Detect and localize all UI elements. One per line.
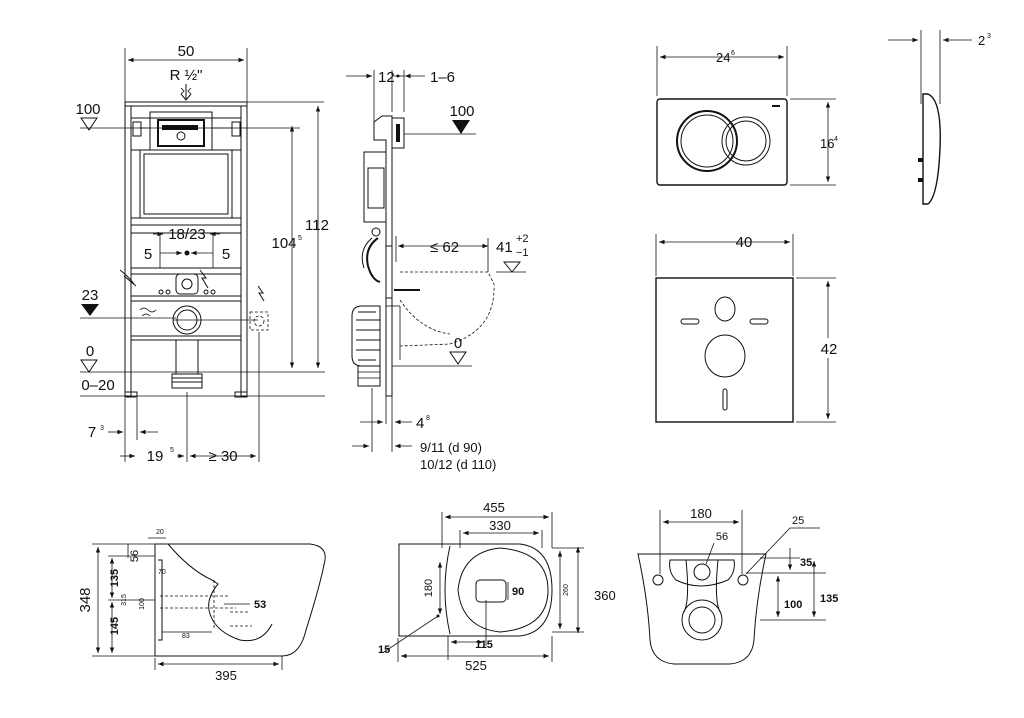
plate-height-sup: 4 — [834, 136, 838, 143]
plate-thickness-sup: 3 — [987, 33, 991, 40]
half-flush-button — [721, 116, 771, 166]
bowl-back-view: 180 56 25 35 100 135 — [637, 506, 838, 665]
frame-side-view: 12 1–6 100 ≤ 62 — [346, 69, 529, 472]
bowl-top-view: 455 330 180 90 260 360 115 525 15 — [378, 500, 616, 673]
top-455-label: 455 — [483, 500, 505, 515]
back-180-label: 180 — [690, 506, 712, 521]
frame-front-view: 50 R ½" 18/23 5 5 — [75, 43, 328, 465]
bowl-145-label: 145 — [109, 617, 121, 635]
water-symbol-icon — [119, 269, 137, 287]
top-15-label: 15 — [378, 644, 390, 656]
dim-19-sup: 5 — [170, 447, 174, 454]
back-35-label: 35 — [800, 557, 812, 569]
dim-min30-label: ≥ 30 — [208, 448, 237, 465]
dim-7-label: 7 — [88, 424, 96, 441]
dim-12-label: 12 — [378, 69, 395, 86]
pad-face — [655, 277, 794, 423]
back-135-label: 135 — [820, 593, 838, 605]
dim-4-label: 4 — [416, 415, 424, 432]
electric-outlet-icon — [257, 285, 265, 302]
bowl-53-label: 53 — [254, 599, 266, 611]
top-115-label: 115 — [475, 639, 493, 651]
pipe-label: R ½" — [170, 67, 203, 84]
tol-minus-label: −1 — [516, 247, 529, 259]
dim-1-6-label: 1–6 — [430, 69, 455, 86]
flush-plate: 24 6 16 4 2 3 — [656, 30, 991, 205]
bowl-83-label: 83 — [182, 633, 190, 640]
bowl-side-view: 348 135 145 56 315 100 20 70 83 53 395 — [77, 529, 326, 683]
height-104-sup: 5 — [298, 235, 302, 242]
electric-symbol-icon — [199, 269, 209, 289]
dim-4-sup: 8 — [426, 415, 430, 422]
side-level-0-label: 0 — [454, 335, 462, 352]
plate-profile — [922, 93, 941, 205]
bowl-side-outline — [154, 543, 326, 657]
bowl-length-395: 395 — [215, 668, 237, 683]
top-90-label: 90 — [512, 586, 524, 598]
top-330-label: 330 — [489, 518, 511, 533]
pad-width-label: 40 — [736, 234, 753, 251]
top-525-label: 525 — [465, 658, 487, 673]
back-100-label: 100 — [784, 599, 802, 611]
dim-7-sup: 3 — [100, 425, 104, 432]
pipe-90-label: 9/11 (d 90) — [420, 440, 482, 455]
top-360-label: 360 — [594, 588, 616, 603]
bowl-56-label: 56 — [129, 550, 141, 562]
level-0-label: 0 — [86, 343, 94, 360]
bowl-top-outline — [398, 543, 553, 637]
full-flush-button — [676, 110, 738, 172]
inlet-arrow-icon — [180, 84, 192, 101]
top-260-label: 260 — [563, 584, 570, 596]
sound-insulation-pad: 40 42 — [655, 234, 843, 423]
bowl-100-label: 100 — [139, 598, 146, 610]
height-112-label: 112 — [305, 217, 329, 234]
bowl-height-348: 348 — [77, 587, 94, 612]
left-offset-label: 5 — [144, 246, 152, 263]
bowl-315-label: 315 — [121, 594, 128, 606]
top-180-label: 180 — [423, 579, 435, 597]
bowl-20-label: 20 — [156, 529, 164, 536]
plate-height-label: 16 — [820, 136, 834, 151]
pipe-110-label: 10/12 (d 110) — [420, 457, 496, 472]
plate-width-sup: 6 — [731, 50, 735, 57]
plate-thickness-label: 2 — [978, 33, 985, 48]
level-100-label: 100 — [75, 101, 100, 118]
back-56-label: 56 — [716, 531, 728, 543]
bowl-135-label: 135 — [109, 569, 121, 587]
dim-41-label: 41 — [496, 239, 513, 256]
pad-height-label: 42 — [821, 341, 838, 358]
side-level-100-label: 100 — [449, 103, 474, 120]
dim-max62-label: ≤ 62 — [430, 239, 459, 256]
bowl-70-label: 70 — [158, 569, 166, 576]
dim-19-label: 19 — [147, 448, 164, 465]
bowl-back-outline — [637, 553, 767, 665]
height-104-label: 104 — [271, 235, 296, 252]
bolt-spacing-label: 18/23 — [168, 226, 206, 243]
right-offset-label: 5 — [222, 246, 230, 263]
level-23-label: 23 — [82, 287, 99, 304]
back-25-label: 25 — [792, 515, 804, 527]
tol-plus-label: +2 — [516, 233, 529, 245]
range-label: 0–20 — [81, 377, 114, 394]
plate-width-label: 24 — [716, 50, 730, 65]
frame-width-label: 50 — [178, 43, 195, 60]
